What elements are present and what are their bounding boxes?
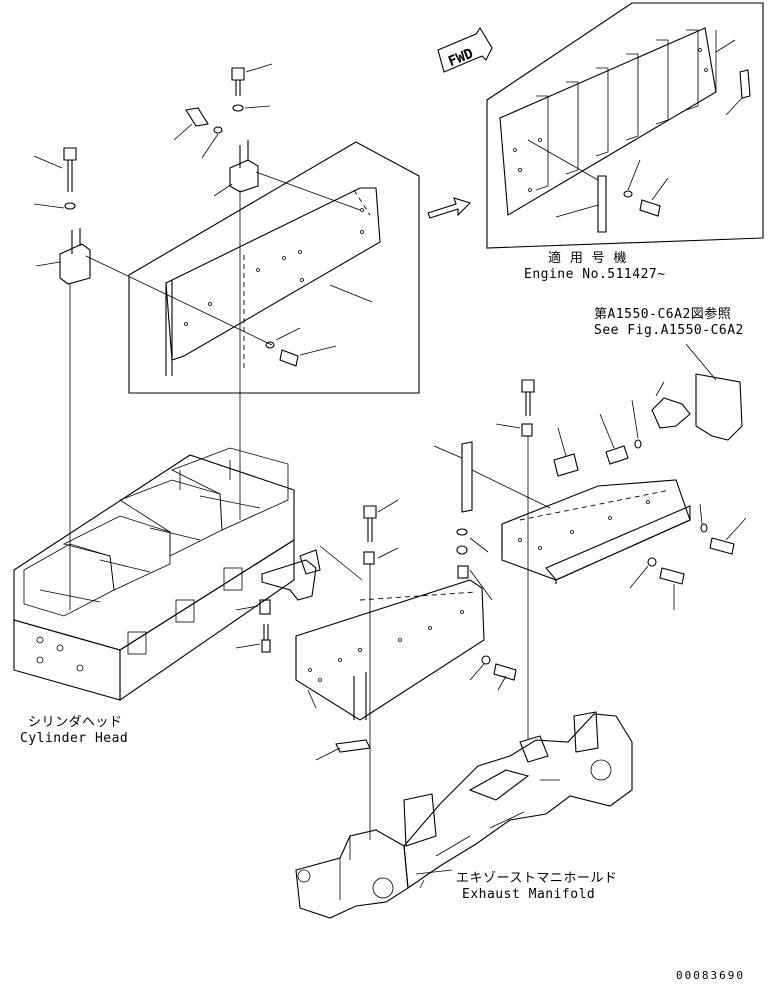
upper-heat-shield xyxy=(165,187,381,376)
exhaust-manifold-label-en: Exhaust Manifold xyxy=(462,887,596,902)
detail-arrow-icon xyxy=(427,197,472,219)
cylinder-head-label-jp: シリンダヘッド xyxy=(28,715,123,730)
exhaust-manifold-label-jp: エキゾーストマニホールド xyxy=(456,871,618,886)
upper-bolts xyxy=(33,63,361,610)
lower-right-heat-shield xyxy=(433,343,747,740)
cylinder-head xyxy=(13,447,295,702)
fwd-arrow-icon: FWD xyxy=(437,26,493,73)
exhaust-manifold xyxy=(295,711,633,919)
cylinder-head-label-en: Cylinder Head xyxy=(20,731,129,746)
drawing-number: 00083690 xyxy=(676,969,745,982)
lower-heat-shield xyxy=(235,499,517,840)
applicable-label-jp: 適 用 号 機 xyxy=(548,251,627,266)
applicable-label-en: Engine No.511427~ xyxy=(524,267,666,282)
inset-heat-shield xyxy=(499,27,751,233)
main-frame xyxy=(128,141,420,394)
see-fig-label-jp: 第A1550-C6A2図参照 xyxy=(594,307,732,322)
inset-frame xyxy=(486,2,764,249)
see-fig-label-en: See Fig.A1550-C6A2 xyxy=(594,323,744,338)
